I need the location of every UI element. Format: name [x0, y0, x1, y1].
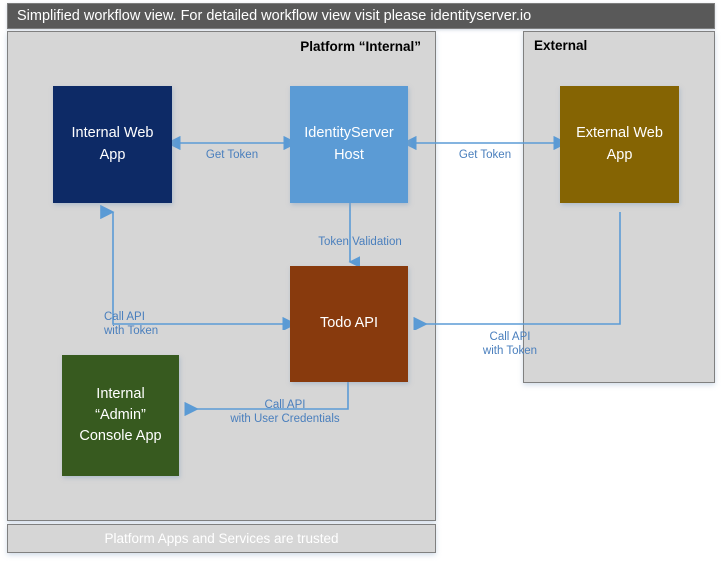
node-admin-console-app[interactable]: Internal “Admin” Console App	[62, 355, 179, 476]
node-external-web-app[interactable]: External Web App	[560, 86, 679, 203]
node-identityserver-host[interactable]: IdentityServer Host	[290, 86, 408, 203]
connector-call-api-with-user-credentials-label: Call API with User Credentials	[230, 399, 340, 426]
connector-call-api-with-token-internal-label: Call API with Token	[104, 311, 159, 338]
connector-get-token-external-label: Get Token	[458, 149, 512, 161]
panel-external-title: External	[534, 38, 588, 53]
connector-token-validation-label: Token Validation	[318, 236, 402, 248]
connector-call-api-with-token-external-label: Call API with Token	[482, 331, 538, 358]
footer-trusted-bar: Platform Apps and Services are trusted	[7, 524, 436, 553]
node-todo-api[interactable]: Todo API	[290, 266, 408, 382]
header-bar: Simplified workflow view. For detailed w…	[7, 3, 715, 29]
node-internal-web-app[interactable]: Internal Web App	[53, 86, 172, 203]
panel-platform-internal-title: Platform “Internal”	[300, 39, 421, 54]
connector-get-token-internal-label: Get Token	[205, 149, 259, 161]
